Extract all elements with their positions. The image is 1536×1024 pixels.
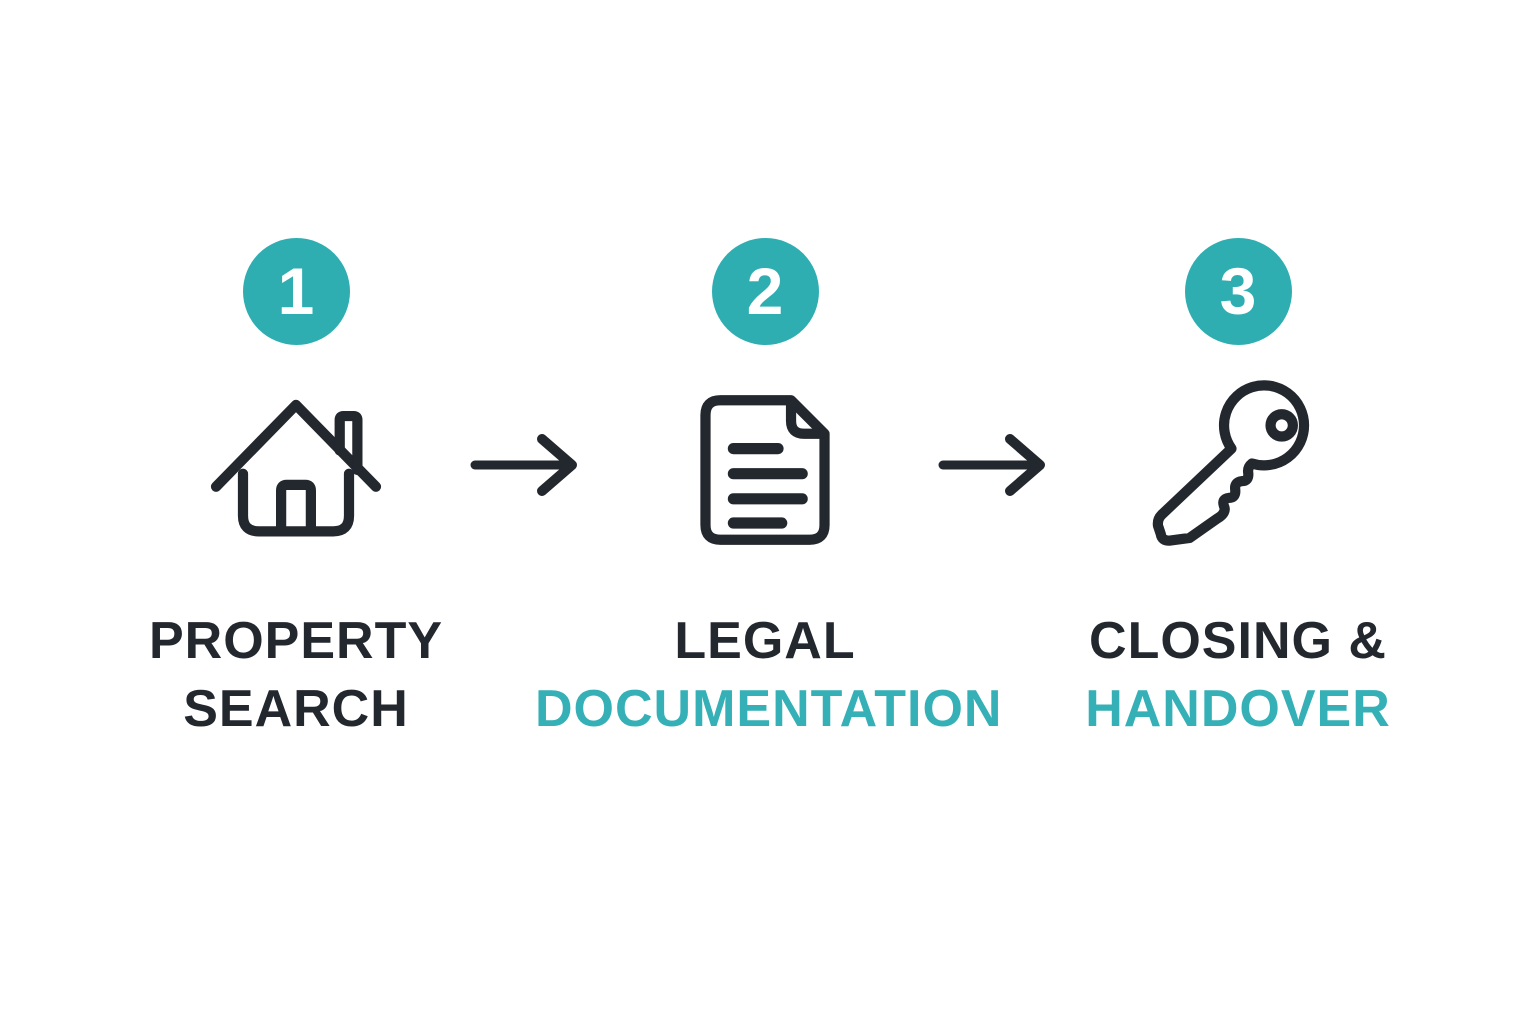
step-label-line1: PROPERTY xyxy=(148,612,444,670)
step-label: CLOSING & HANDOVER xyxy=(1008,607,1468,743)
step-label-line2: DOCUMENTATION xyxy=(535,680,1003,738)
step-number-badge: 2 xyxy=(711,238,819,345)
step-number-badge: 3 xyxy=(1184,238,1292,345)
step-number: 1 xyxy=(277,253,315,328)
step-number: 2 xyxy=(746,253,784,328)
house-icon xyxy=(203,377,389,563)
step-property-search: 1 PROPERTY SEARCH xyxy=(66,238,526,743)
step-label-line1: CLOSING & xyxy=(1089,612,1387,670)
step-closing-handover: 3 CLOSING & HANDOVER xyxy=(1008,238,1468,743)
key-icon xyxy=(1145,377,1331,563)
step-label: PROPERTY SEARCH xyxy=(66,607,526,743)
arrow-right-icon xyxy=(468,429,584,501)
step-number-badge: 1 xyxy=(242,238,350,345)
arrow-right-icon xyxy=(936,429,1052,501)
step-label-line1: LEGAL xyxy=(674,612,856,670)
step-legal-documentation: 2 LEGAL DOCUMENTATION xyxy=(535,238,1003,743)
document-icon xyxy=(672,377,858,563)
step-number: 3 xyxy=(1219,253,1257,328)
step-label-line2: SEARCH xyxy=(183,680,409,738)
step-label: LEGAL DOCUMENTATION xyxy=(535,607,1003,743)
step-label-line2: HANDOVER xyxy=(1085,680,1391,738)
